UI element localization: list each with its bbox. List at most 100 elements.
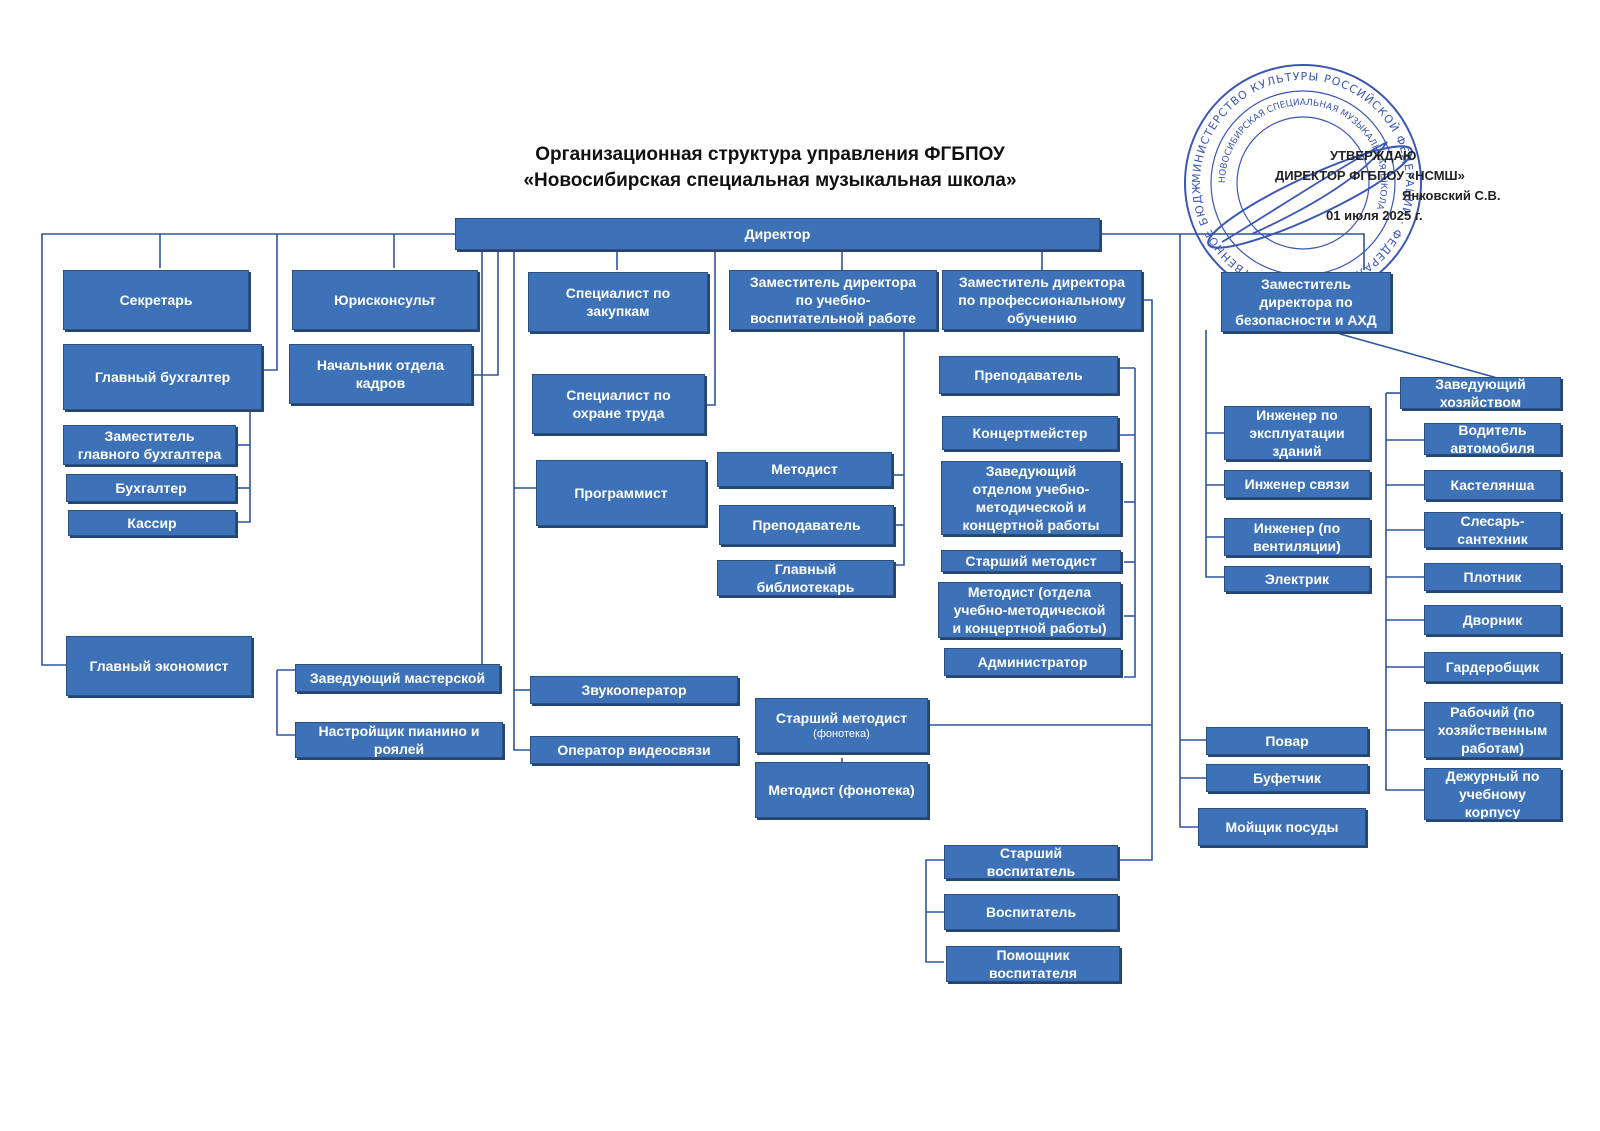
node-piano-tuner-label: Настройщик пианино и роялей xyxy=(318,722,480,757)
node-video-operator-label: Оператор видеосвязи xyxy=(557,741,711,758)
node-administrator[interactable]: Администратор xyxy=(944,648,1121,676)
node-dep-edu-label: Заместитель директора по учебно- воспита… xyxy=(749,273,917,327)
node-dishwasher-label: Мойщик посуды xyxy=(1225,818,1339,835)
node-piano-tuner[interactable]: Настройщик пианино и роялей xyxy=(295,722,503,758)
node-deputy-chief-accountant-label: Заместитель главного бухгалтера xyxy=(77,427,222,462)
node-janitor-label: Дворник xyxy=(1462,611,1523,628)
node-educator[interactable]: Воспитатель xyxy=(944,894,1118,930)
connector-director-service-col xyxy=(1179,234,1198,828)
node-barman[interactable]: Буфетчик xyxy=(1206,764,1368,792)
node-duty-officer[interactable]: Дежурный по учебному корпусу xyxy=(1424,768,1561,820)
node-accompanist[interactable]: Концертмейстер xyxy=(942,416,1118,450)
node-senior-methodist-phono-label: Старший методист(фонотека) xyxy=(776,709,907,741)
senior-methodist-phono-title: Старший методист xyxy=(775,710,908,727)
node-linen-keeper[interactable]: Кастелянша xyxy=(1424,470,1561,500)
connector-director-chief-accountant xyxy=(262,234,278,371)
node-teacher-edu[interactable]: Преподаватель xyxy=(719,505,894,545)
node-worker[interactable]: Рабочий (по хозяйственным работам) xyxy=(1424,702,1561,758)
title-line-2: «Новосибирская специальная музыкальная ш… xyxy=(523,169,1017,191)
node-senior-methodist[interactable]: Старший методист xyxy=(941,550,1121,572)
node-video-operator[interactable]: Оператор видеосвязи xyxy=(530,736,738,764)
node-dep-edu[interactable]: Заместитель директора по учебно- воспита… xyxy=(729,270,937,330)
node-plumber[interactable]: Слесарь- сантехник xyxy=(1424,512,1561,548)
node-director[interactable]: Директор xyxy=(455,218,1100,250)
node-dishwasher[interactable]: Мойщик посуды xyxy=(1198,808,1366,846)
node-engineer-comm[interactable]: Инженер связи xyxy=(1224,470,1370,498)
node-procurement-label: Специалист по закупкам xyxy=(565,284,671,319)
node-lawyer[interactable]: Юрисконсульт xyxy=(292,270,478,330)
seal-middle-ring xyxy=(1210,90,1396,276)
node-sound-operator-label: Звукооператор xyxy=(581,681,687,698)
signature-stroke xyxy=(1207,145,1413,249)
connector-director-workshop xyxy=(481,250,500,686)
node-teacher-prof[interactable]: Преподаватель xyxy=(939,356,1118,394)
node-procurement[interactable]: Специалист по закупкам xyxy=(528,272,708,332)
node-head-method-dept-label: Заведующий отделом учебно- методической … xyxy=(962,462,1100,534)
node-chief-economist-label: Главный экономист xyxy=(89,657,229,674)
node-electrician-label: Электрик xyxy=(1264,570,1330,587)
node-deputy-chief-accountant[interactable]: Заместитель главного бухгалтера xyxy=(63,425,236,465)
node-methodist[interactable]: Методист xyxy=(717,452,892,487)
node-chief-economist[interactable]: Главный экономист xyxy=(66,636,252,696)
node-engineer-vent-label: Инженер (по вентиляции) xyxy=(1253,519,1341,554)
node-engineer-comm-label: Инженер связи xyxy=(1244,475,1350,492)
node-cloakroom-label: Гардеробщик xyxy=(1445,658,1540,675)
node-methodist-phono-label: Методист (фонотека) xyxy=(768,781,915,798)
node-programmer-label: Программист xyxy=(574,484,668,501)
node-dep-prof-label: Заместитель директора по профессионально… xyxy=(958,273,1126,327)
node-janitor[interactable]: Дворник xyxy=(1424,605,1561,635)
approval-date: 01 июля 2025 г. xyxy=(1326,208,1423,223)
node-senior-educator-label: Старший воспитатель xyxy=(986,845,1076,879)
node-accompanist-label: Концертмейстер xyxy=(972,424,1088,441)
node-engineer-vent[interactable]: Инженер (по вентиляции) xyxy=(1224,518,1370,556)
node-chief-accountant[interactable]: Главный бухгалтер xyxy=(63,344,262,410)
page-title: Организационная структура управления ФГБ… xyxy=(470,142,1070,193)
node-carpenter-label: Плотник xyxy=(1463,568,1522,585)
node-head-method-dept[interactable]: Заведующий отделом учебно- методической … xyxy=(941,461,1121,535)
node-engineer-buildings[interactable]: Инженер по эксплуатации зданий xyxy=(1224,406,1370,460)
node-labor-safety-label: Специалист по охране труда xyxy=(566,386,671,421)
node-workshop-head-label: Заведующий мастерской xyxy=(309,669,486,686)
node-accountant-label: Бухгалтер xyxy=(115,479,187,496)
node-carpenter[interactable]: Плотник xyxy=(1424,563,1561,591)
node-senior-methodist-label: Старший методист xyxy=(965,552,1097,569)
node-assistant-educator-label: Помощник воспитателя xyxy=(989,946,1077,981)
node-programmer[interactable]: Программист xyxy=(536,460,706,526)
node-senior-educator[interactable]: Старший воспитатель xyxy=(944,845,1118,879)
node-hr-head[interactable]: Начальник отдела кадров xyxy=(289,344,472,404)
node-senior-methodist-phono[interactable]: Старший методист(фонотека) xyxy=(755,698,928,753)
node-labor-safety[interactable]: Специалист по охране труда xyxy=(532,374,705,434)
node-workshop-head[interactable]: Заведующий мастерской xyxy=(295,664,500,692)
node-secretary[interactable]: Секретарь xyxy=(63,270,249,330)
connector-dep-prof-stack xyxy=(1124,368,1136,678)
node-cook[interactable]: Повар xyxy=(1206,727,1368,755)
title-line-1: Организационная структура управления ФГБ… xyxy=(535,144,1005,165)
official-seal: МИНИСТЕРСТВО КУЛЬТУРЫ РОССИЙСКОЙ ФЕДЕРАЦ… xyxy=(1182,62,1422,302)
node-secretary-label: Секретарь xyxy=(119,291,193,308)
node-sound-operator[interactable]: Звукооператор xyxy=(530,676,738,704)
connector-housekeeping-col xyxy=(1385,393,1424,791)
node-electrician[interactable]: Электрик xyxy=(1224,566,1370,592)
node-accountant[interactable]: Бухгалтер xyxy=(66,474,236,502)
node-cloakroom[interactable]: Гардеробщик xyxy=(1424,652,1561,682)
node-cook-label: Повар xyxy=(1265,732,1309,749)
connector-engineer-group xyxy=(1205,330,1224,578)
connector-safety-housekeeping xyxy=(1339,333,1509,382)
node-chief-librarian-label: Главный библиотекарь xyxy=(756,560,855,595)
node-lawyer-label: Юрисконсульт xyxy=(334,291,436,308)
signature-stroke-2 xyxy=(1221,141,1388,243)
approval-approve: УТВЕРЖДАЮ xyxy=(1330,148,1417,163)
node-engineer-buildings-label: Инженер по эксплуатации зданий xyxy=(1249,406,1345,460)
node-chief-librarian[interactable]: Главный библиотекарь xyxy=(717,560,894,596)
node-cashier[interactable]: Кассир xyxy=(68,510,236,536)
node-dep-safety[interactable]: Заместитель директора по безопасности и … xyxy=(1221,272,1391,332)
node-housekeeping-head-label: Заведующий хозяйством xyxy=(1435,377,1526,409)
connector-dep-prof-group xyxy=(1118,299,1153,861)
node-assistant-educator[interactable]: Помощник воспитателя xyxy=(946,946,1120,982)
node-director-label: Директор xyxy=(744,225,811,242)
node-dep-prof[interactable]: Заместитель директора по профессионально… xyxy=(942,270,1142,330)
node-methodist-dept[interactable]: Методист (отдела учебно-методической и к… xyxy=(938,582,1121,638)
node-driver[interactable]: Водитель автомобиля xyxy=(1424,423,1561,455)
node-methodist-phono[interactable]: Методист (фонотека) xyxy=(755,762,928,818)
node-housekeeping-head[interactable]: Заведующий хозяйством xyxy=(1400,377,1561,409)
